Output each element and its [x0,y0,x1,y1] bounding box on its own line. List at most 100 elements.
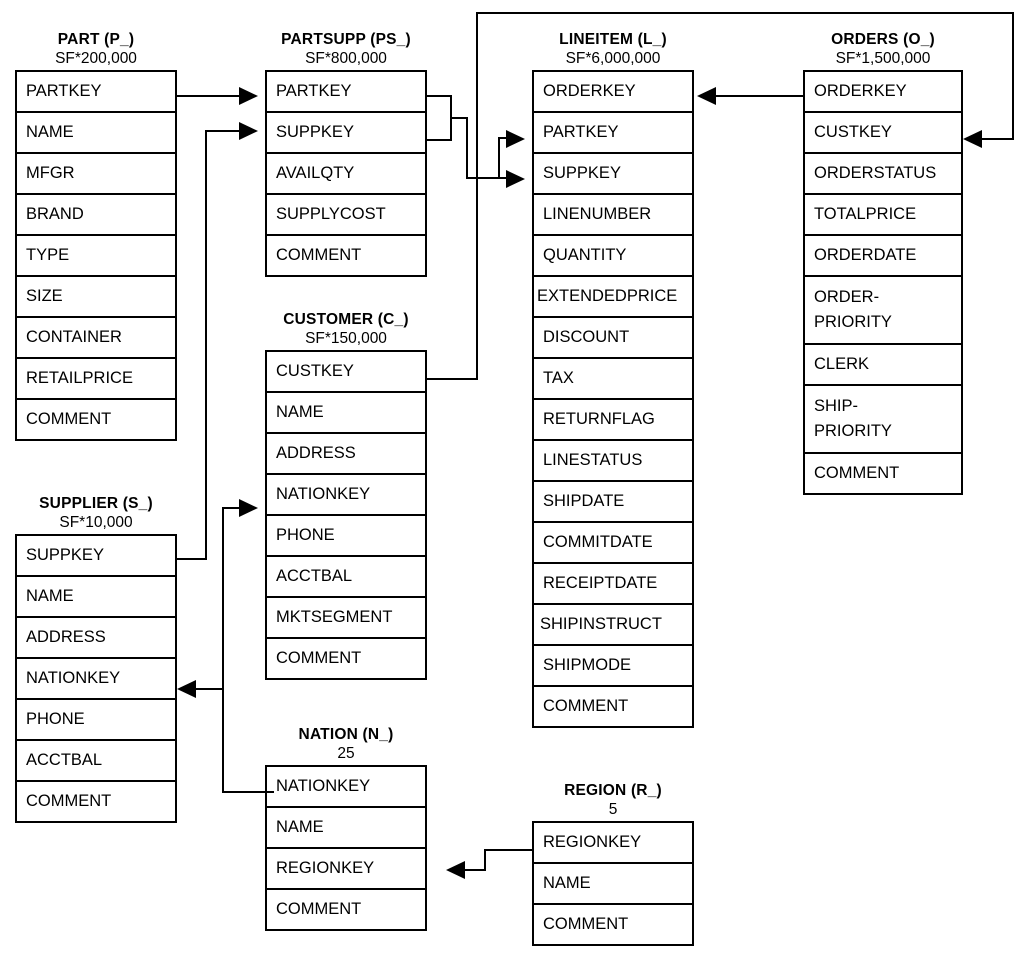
entity-lineitem-field-box: ORDERKEY PARTKEY SUPPKEY LINENUMBER QUAN… [532,70,694,728]
field-customer-comment: COMMENT [267,639,425,678]
entity-part-title: PART (P_) [57,31,135,48]
field-part-brand: BRAND [17,195,175,236]
entity-part-field-box: PARTKEY NAME MFGR BRAND TYPE SIZE CONTAI… [15,70,177,441]
connector-region-to-nation-arrow-icon [446,861,465,879]
entity-nation-field-box: NATIONKEY NAME REGIONKEY COMMENT [265,765,427,931]
entity-customer-cardinality: SF*150,000 [305,330,387,347]
field-part-size: SIZE [17,277,175,318]
field-region-name: NAME [534,864,692,905]
entity-orders: ORDERS (O_) SF*1,500,000 ORDERKEY CUSTKE… [803,30,963,495]
field-lineitem-orderkey: ORDERKEY [534,72,692,113]
field-orders-orderkey: ORDERKEY [805,72,961,113]
field-customer-nationkey: NATIONKEY [267,475,425,516]
connector-region-to-nation-line [465,869,486,871]
connector-orders-to-lineitem-line [716,95,803,97]
connector-lineitem-suppkey-feed [498,177,508,179]
entity-nation-title: NATION (N_) [298,726,394,743]
connector-partsupp-to-lineitem-suppkey-arrow-icon [506,170,525,188]
field-lineitem-discount: DISCOUNT [534,318,692,359]
entity-nation-cardinality: 25 [337,745,355,762]
connector-supplier-to-partsupp-line [205,130,240,132]
field-region-regionkey: REGIONKEY [534,823,692,864]
field-orders-comment: COMMENT [805,454,961,493]
field-orders-totalprice: TOTALPRICE [805,195,961,236]
entity-region-field-box: REGIONKEY NAME COMMENT [532,821,694,946]
connector-nation-to-customer-arrow-icon [239,499,258,517]
field-lineitem-tax: TAX [534,359,692,400]
field-lineitem-quantity: QUANTITY [534,236,692,277]
field-customer-custkey: CUSTKEY [267,352,425,393]
entity-part-cardinality: SF*200,000 [55,50,137,67]
connector-customer-to-orders-entry [982,138,1014,140]
entity-orders-title: ORDERS (O_) [831,31,935,48]
field-lineitem-shipdate: SHIPDATE [534,482,692,523]
field-partsupp-partkey: PARTKEY [267,72,425,113]
field-orders-shippriority-line2: PRIORITY [814,422,892,440]
field-orders-orderstatus: ORDERSTATUS [805,154,961,195]
field-customer-phone: PHONE [267,516,425,557]
entity-supplier-field-box: SUPPKEY NAME ADDRESS NATIONKEY PHONE ACC… [15,534,177,823]
entity-customer-field-box: CUSTKEY NAME ADDRESS NATIONKEY PHONE ACC… [265,350,427,680]
field-customer-mktsegment: MKTSEGMENT [267,598,425,639]
field-supplier-phone: PHONE [17,700,175,741]
entity-partsupp-cardinality: SF*800,000 [305,50,387,67]
field-lineitem-shipmode: SHIPMODE [534,646,692,687]
entity-customer-title: CUSTOMER (C_) [283,311,409,328]
entity-supplier-cardinality: SF*10,000 [59,514,133,531]
connector-orders-to-lineitem-arrow-icon [697,87,716,105]
field-part-container: CONTAINER [17,318,175,359]
connector-partsupp-to-lineitem-partkey-arrow-icon [506,130,525,148]
field-orders-orderdate: ORDERDATE [805,236,961,277]
connector-nation-bus-bottom [222,791,254,793]
connector-partsupp-merge-drop [466,117,468,179]
field-part-type: TYPE [17,236,175,277]
connector-part-to-partsupp-arrow-icon [239,87,258,105]
field-partsupp-comment: COMMENT [267,236,425,275]
entity-nation: NATION (N_) 25 NATIONKEY NAME REGIONKEY … [265,725,427,931]
field-part-mfgr: MFGR [17,154,175,195]
connector-nation-to-supplier-arrow-icon [177,680,196,698]
field-lineitem-suppkey: SUPPKEY [534,154,692,195]
field-orders-shippriority: SHIP- PRIORITY [805,386,961,454]
field-part-partkey: PARTKEY [17,72,175,113]
field-supplier-nationkey: NATIONKEY [17,659,175,700]
field-lineitem-linenumber: LINENUMBER [534,195,692,236]
field-lineitem-comment: COMMENT [534,687,692,726]
entity-customer: CUSTOMER (C_) SF*150,000 CUSTKEY NAME AD… [265,310,427,680]
connector-region-to-nation-drop [484,849,486,871]
field-customer-acctbal: ACCTBAL [267,557,425,598]
field-lineitem-partkey: PARTKEY [534,113,692,154]
entity-lineitem: LINEITEM (L_) SF*6,000,000 ORDERKEY PART… [532,30,694,728]
connector-lineitem-partkey-feed [498,137,508,139]
field-supplier-address: ADDRESS [17,618,175,659]
field-nation-nationkey: NATIONKEY [267,767,425,808]
field-customer-name: NAME [267,393,425,434]
field-partsupp-supplycost: SUPPLYCOST [267,195,425,236]
field-partsupp-availqty: AVAILQTY [267,154,425,195]
connector-nation-to-supplier-line [196,688,224,690]
entity-partsupp-field-box: PARTKEY SUPPKEY AVAILQTY SUPPLYCOST COMM… [265,70,427,277]
entity-orders-field-box: ORDERKEY CUSTKEY ORDERSTATUS TOTALPRICE … [803,70,963,495]
field-orders-orderpriority-line2: PRIORITY [814,313,892,331]
connector-partsupp-partkey-stub [427,95,452,97]
entity-region-cardinality: 5 [608,801,618,818]
connector-customer-custkey-stub [427,378,478,380]
entity-supplier: SUPPLIER (S_) SF*10,000 SUPPKEY NAME ADD… [15,494,177,823]
connector-customer-to-orders-top-rail [476,12,1014,14]
field-orders-clerk: CLERK [805,345,961,386]
connector-customer-to-orders-drop [1012,12,1014,139]
field-orders-custkey: CUSTKEY [805,113,961,154]
field-lineitem-receiptdate: RECEIPTDATE [534,564,692,605]
connector-nation-nationkey-stub [252,791,274,793]
entity-lineitem-title: LINEITEM (L_) [559,31,667,48]
entity-lineitem-cardinality: SF*6,000,000 [565,50,661,67]
field-orders-shippriority-line1: SHIP- [814,397,859,415]
field-supplier-name: NAME [17,577,175,618]
entity-orders-cardinality: SF*1,500,000 [835,50,931,67]
entity-partsupp-title: PARTSUPP (PS_) [281,31,411,48]
entity-region: REGION (R_) 5 REGIONKEY NAME COMMENT [532,781,694,946]
entity-partsupp: PARTSUPP (PS_) SF*800,000 PARTKEY SUPPKE… [265,30,427,277]
field-nation-regionkey: REGIONKEY [267,849,425,890]
field-lineitem-returnflag: RETURNFLAG [534,400,692,441]
